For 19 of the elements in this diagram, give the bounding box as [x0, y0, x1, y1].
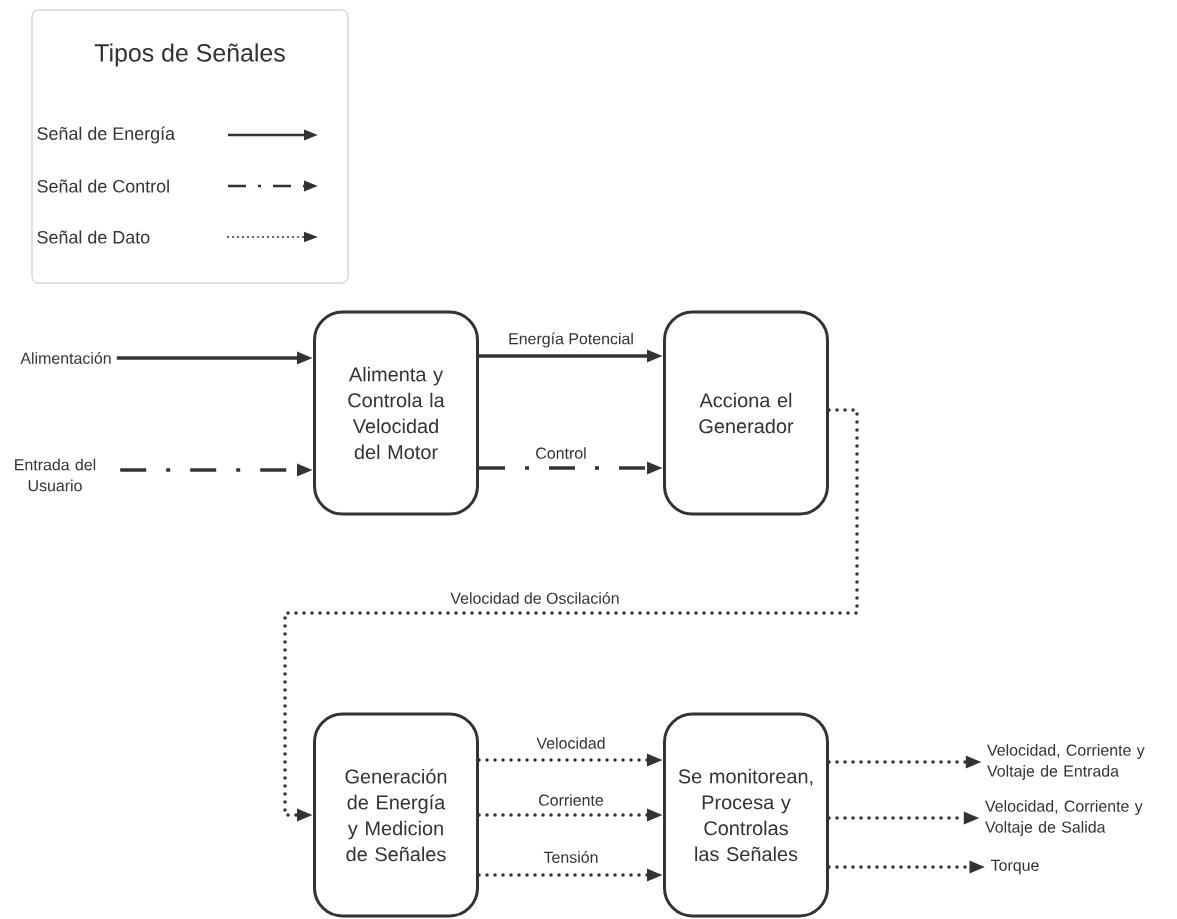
- edge-label: Tensión: [542, 850, 600, 864]
- signal-text: Velocidad, Corriente y Voltaje de Entrada: [987, 744, 1145, 780]
- signal-text: Velocidad, Corriente y Voltaje de Salida: [985, 800, 1143, 836]
- signal-text: Entrada del Usuario: [15, 458, 96, 492]
- edge-label: Velocidad de Oscilación: [449, 591, 621, 605]
- legend-text: Señal de Dato: [37, 230, 150, 244]
- process-box: Alimenta y Controla la Velocidad del Motor: [313, 310, 479, 516]
- signal-text: Torque: [991, 859, 1039, 875]
- process-box: Se monitorean, Procesa y Controlas las Señales: [663, 712, 829, 918]
- edge-label: Velocidad: [535, 736, 607, 750]
- process-box: Generación de Energía y Medicion de Señales: [313, 712, 479, 918]
- legend-title: Tipos de Señales: [94, 43, 285, 67]
- signal-text: Alimentación: [20, 352, 111, 364]
- legend-text: Señal de Energía: [37, 126, 176, 144]
- edge-label: Energía Potencial: [507, 331, 635, 349]
- edge-label: Control: [534, 446, 588, 460]
- legend-text: Señal de Control: [37, 179, 169, 193]
- process-box: Acciona el Generador: [663, 310, 829, 516]
- edge-label: Corriente: [537, 793, 605, 807]
